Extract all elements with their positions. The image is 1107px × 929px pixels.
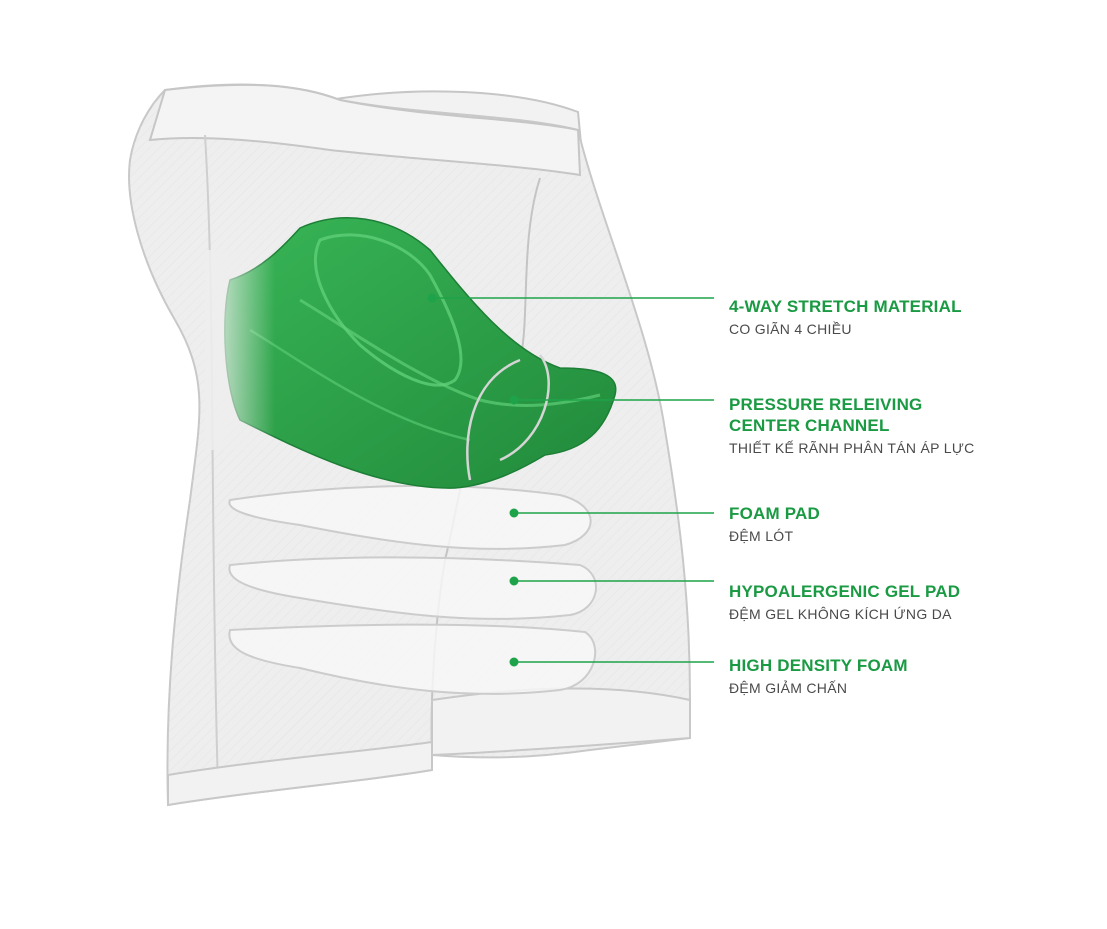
- callout-title: 4-WAY STRETCH MATERIAL: [729, 296, 962, 317]
- callout-title: HIGH DENSITY FOAM: [729, 655, 908, 676]
- callout-foam-pad: FOAM PAD ĐỆM LÓT: [729, 503, 820, 545]
- callout-subtitle: THIẾT KẾ RÃNH PHÂN TÁN ÁP LỰC: [729, 439, 975, 457]
- callout-stretch-material: 4-WAY STRETCH MATERIAL CO GIÃN 4 CHIỀU: [729, 296, 962, 338]
- leg-opening: [432, 688, 690, 755]
- callout-title: FOAM PAD: [729, 503, 820, 524]
- callout-subtitle: ĐỆM GEL KHÔNG KÍCH ỨNG DA: [729, 605, 960, 623]
- callout-subtitle: ĐỆM GIẢM CHẤN: [729, 679, 908, 697]
- callout-gel-pad: HYPOALERGENIC GEL PAD ĐỆM GEL KHÔNG KÍCH…: [729, 581, 960, 623]
- callout-center-channel: PRESSURE RELEIVING CENTER CHANNEL THIẾT …: [729, 394, 975, 457]
- callout-title: PRESSURE RELEIVING CENTER CHANNEL: [729, 394, 975, 436]
- callout-title: HYPOALERGENIC GEL PAD: [729, 581, 960, 602]
- callout-high-density-foam: HIGH DENSITY FOAM ĐỆM GIẢM CHẤN: [729, 655, 908, 697]
- callout-subtitle: ĐỆM LÓT: [729, 527, 820, 545]
- callout-subtitle: CO GIÃN 4 CHIỀU: [729, 320, 962, 338]
